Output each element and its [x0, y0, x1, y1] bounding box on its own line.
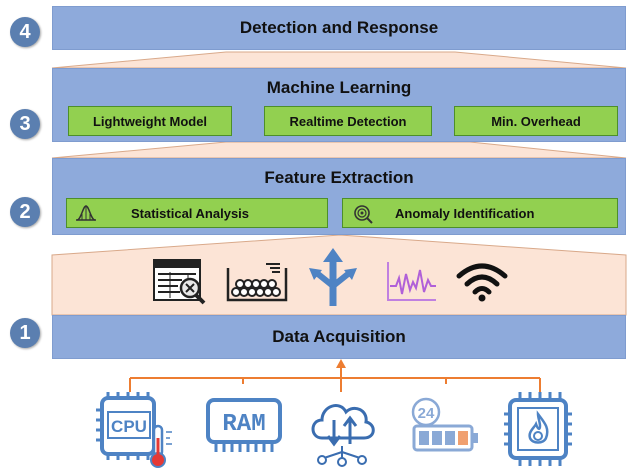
data-acquisition-title: Data Acquisition [272, 327, 406, 346]
battery-24-label: 24 [418, 405, 435, 422]
anomaly-identification-box: Anomaly Identification [342, 198, 618, 228]
cpu-label: CPU [111, 417, 147, 436]
detection-response-layer: Detection and Response [52, 6, 626, 50]
battery-24-icon: 24 [411, 397, 478, 452]
cloud-network-icon [311, 404, 375, 467]
statistical-analysis-label: Statistical Analysis [131, 205, 250, 221]
machine-learning-title: Machine Learning [266, 78, 412, 97]
realtime-detection-box: Realtime Detection [264, 106, 432, 136]
ram-icon: RAM [206, 398, 282, 452]
layer-4-number: 4 [10, 17, 40, 47]
data-acquisition-layer: Data Acquisition [52, 315, 626, 359]
detection-response-title: Detection and Response [239, 18, 439, 37]
memory-graph-icon [226, 263, 288, 302]
layer-3-number: 3 [10, 109, 40, 139]
layer-2-number: 2 [10, 197, 40, 227]
lightweight-model-box: Lightweight Model [68, 106, 232, 136]
layer-1-number: 1 [10, 318, 40, 348]
ram-label: RAM [222, 411, 265, 438]
report-search-icon [153, 259, 206, 305]
min-overhead-box: Min. Overhead [454, 106, 618, 136]
search-target-icon [354, 205, 373, 224]
anomaly-identification-label: Anomaly Identification [395, 205, 535, 221]
wifi-icon [456, 263, 508, 302]
cpu-temperature-icon: CPU [96, 392, 172, 468]
split-arrows-icon [309, 248, 357, 306]
chip-flame-icon [504, 392, 572, 466]
bell-curve-icon [76, 205, 96, 221]
signal-waveform-icon [387, 262, 436, 301]
statistical-analysis-box: Statistical Analysis [66, 198, 328, 228]
feature-extraction-title: Feature Extraction [264, 168, 414, 187]
